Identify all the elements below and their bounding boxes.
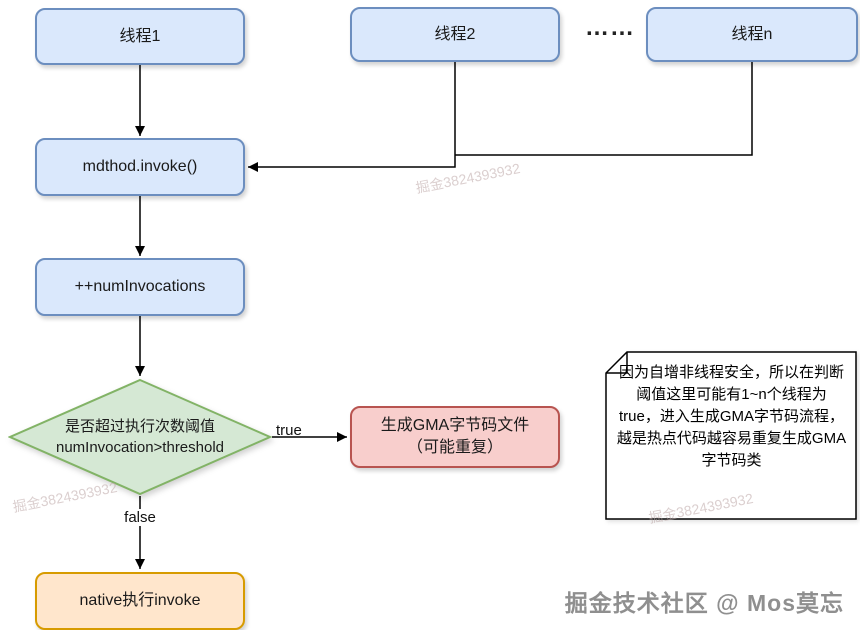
node-method-invoke: mdthod.invoke() — [35, 138, 245, 196]
node-thread2: 线程2 — [350, 7, 560, 62]
node-method-invoke-label: mdthod.invoke() — [82, 158, 198, 175]
edge-thread2-invoke — [248, 62, 456, 172]
decision-diamond-shape — [8, 378, 272, 496]
node-native-invoke-label: native执行invoke — [79, 592, 201, 609]
annotation-note: 因为自增非线程安全，所以在判断阈值这里可能有1~n个线程为 true，进入生成G… — [605, 351, 858, 521]
node-thread-n-label: 线程n — [731, 25, 773, 43]
node-decision-threshold: 是否超过执行次数阈值 numInvocation>threshold — [8, 378, 272, 496]
node-increment-label: ++numInvocations — [74, 278, 206, 295]
node-decision-label: 是否超过执行次数阈值 numInvocation>threshold — [8, 378, 272, 496]
node-thread2-label: 线程2 — [434, 25, 476, 43]
annotation-note-text: 因为自增非线程安全，所以在判断阈值这里可能有1~n个线程为 true，进入生成G… — [616, 364, 847, 469]
node-increment-invocations: ++numInvocations — [35, 258, 245, 316]
note-shape — [605, 351, 857, 520]
node-native-invoke: native执行invoke — [35, 572, 245, 630]
generate-line2: （可能重复） — [406, 439, 503, 456]
edge-threadn-merge — [455, 62, 753, 156]
node-generate-gma: 生成GMA字节码文件 （可能重复） — [350, 406, 560, 468]
edge-label-false: false — [112, 509, 168, 526]
decision-line1: 是否超过执行次数阈值 — [64, 418, 215, 435]
ellipsis-dots: …… — [585, 14, 635, 41]
node-thread1: 线程1 — [35, 8, 245, 65]
node-thread1-label: 线程1 — [119, 27, 161, 45]
watermark-stamp: 掘金3824393932 — [414, 160, 522, 196]
node-thread-n: 线程n — [646, 7, 858, 62]
generate-line1: 生成GMA字节码文件 — [380, 417, 530, 434]
decision-line2: numInvocation>threshold — [55, 439, 225, 456]
edge-label-true: true — [276, 422, 302, 439]
credit-watermark: 掘金技术社区 @ Mos莫忘 — [564, 590, 844, 616]
